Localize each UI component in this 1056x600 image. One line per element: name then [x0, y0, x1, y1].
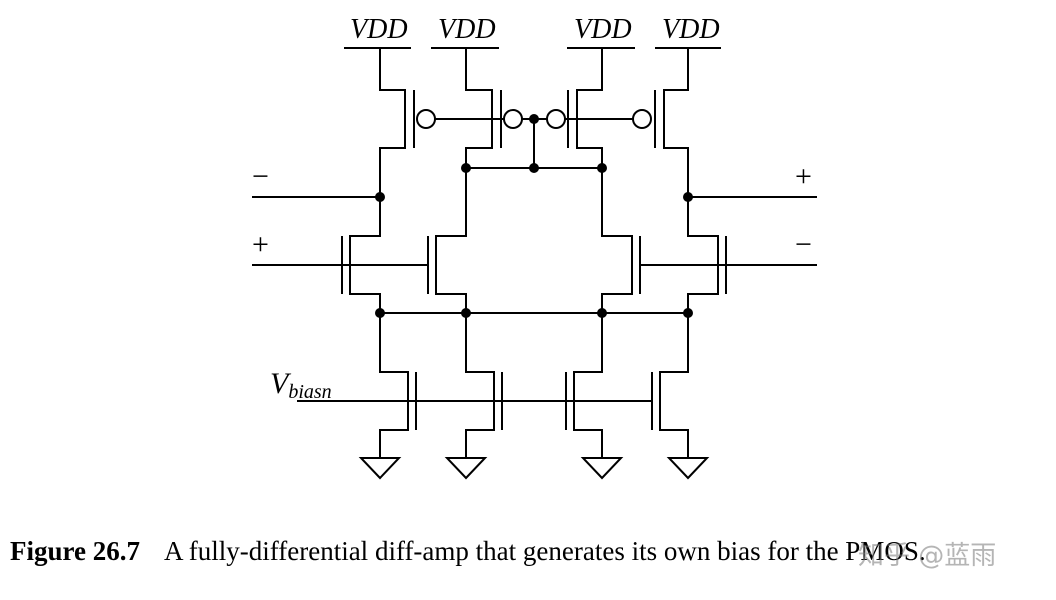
vdd-label-3: VDD — [574, 14, 632, 45]
nmos-input-m5 — [341, 196, 381, 314]
circuit-schematic: VDD VDD VDD VDD — [252, 14, 817, 480]
sign-right-top: + — [795, 160, 812, 193]
nmos-tail-m11 — [565, 312, 603, 459]
source-node — [375, 308, 693, 318]
vdd-label-1: VDD — [350, 14, 408, 45]
figure-caption-text: A fully-differential diff-amp that gener… — [164, 536, 926, 566]
nmos-input-m7 — [601, 167, 641, 314]
pmos-bias-net — [434, 114, 634, 173]
output-taps — [252, 192, 817, 202]
figure-caption: Figure 26.7 A fully-differential diff-amp… — [10, 536, 1050, 567]
nmos-tail-m12 — [651, 312, 689, 459]
sign-left-bottom: + — [252, 228, 269, 261]
pmos-m1 — [379, 47, 436, 198]
nmos-tail-m9 — [379, 312, 417, 459]
ground-symbols — [358, 457, 710, 480]
vdd-label-2: VDD — [438, 14, 496, 45]
pmos-m2 — [465, 47, 523, 169]
nmos-tail-m10 — [465, 312, 503, 459]
sign-left-top: − — [252, 160, 269, 193]
sign-right-bottom: − — [795, 228, 812, 261]
nmos-input-m8 — [687, 196, 727, 314]
pmos-m4 — [632, 47, 689, 198]
pmos-m3 — [546, 47, 603, 169]
vdd-label-4: VDD — [662, 14, 720, 45]
vbiasn-label: Vbiasn — [270, 367, 332, 403]
figure-number: Figure 26.7 — [10, 536, 140, 566]
watermark: 知乎 @蓝雨 — [858, 541, 997, 571]
nmos-input-m6 — [427, 167, 467, 314]
